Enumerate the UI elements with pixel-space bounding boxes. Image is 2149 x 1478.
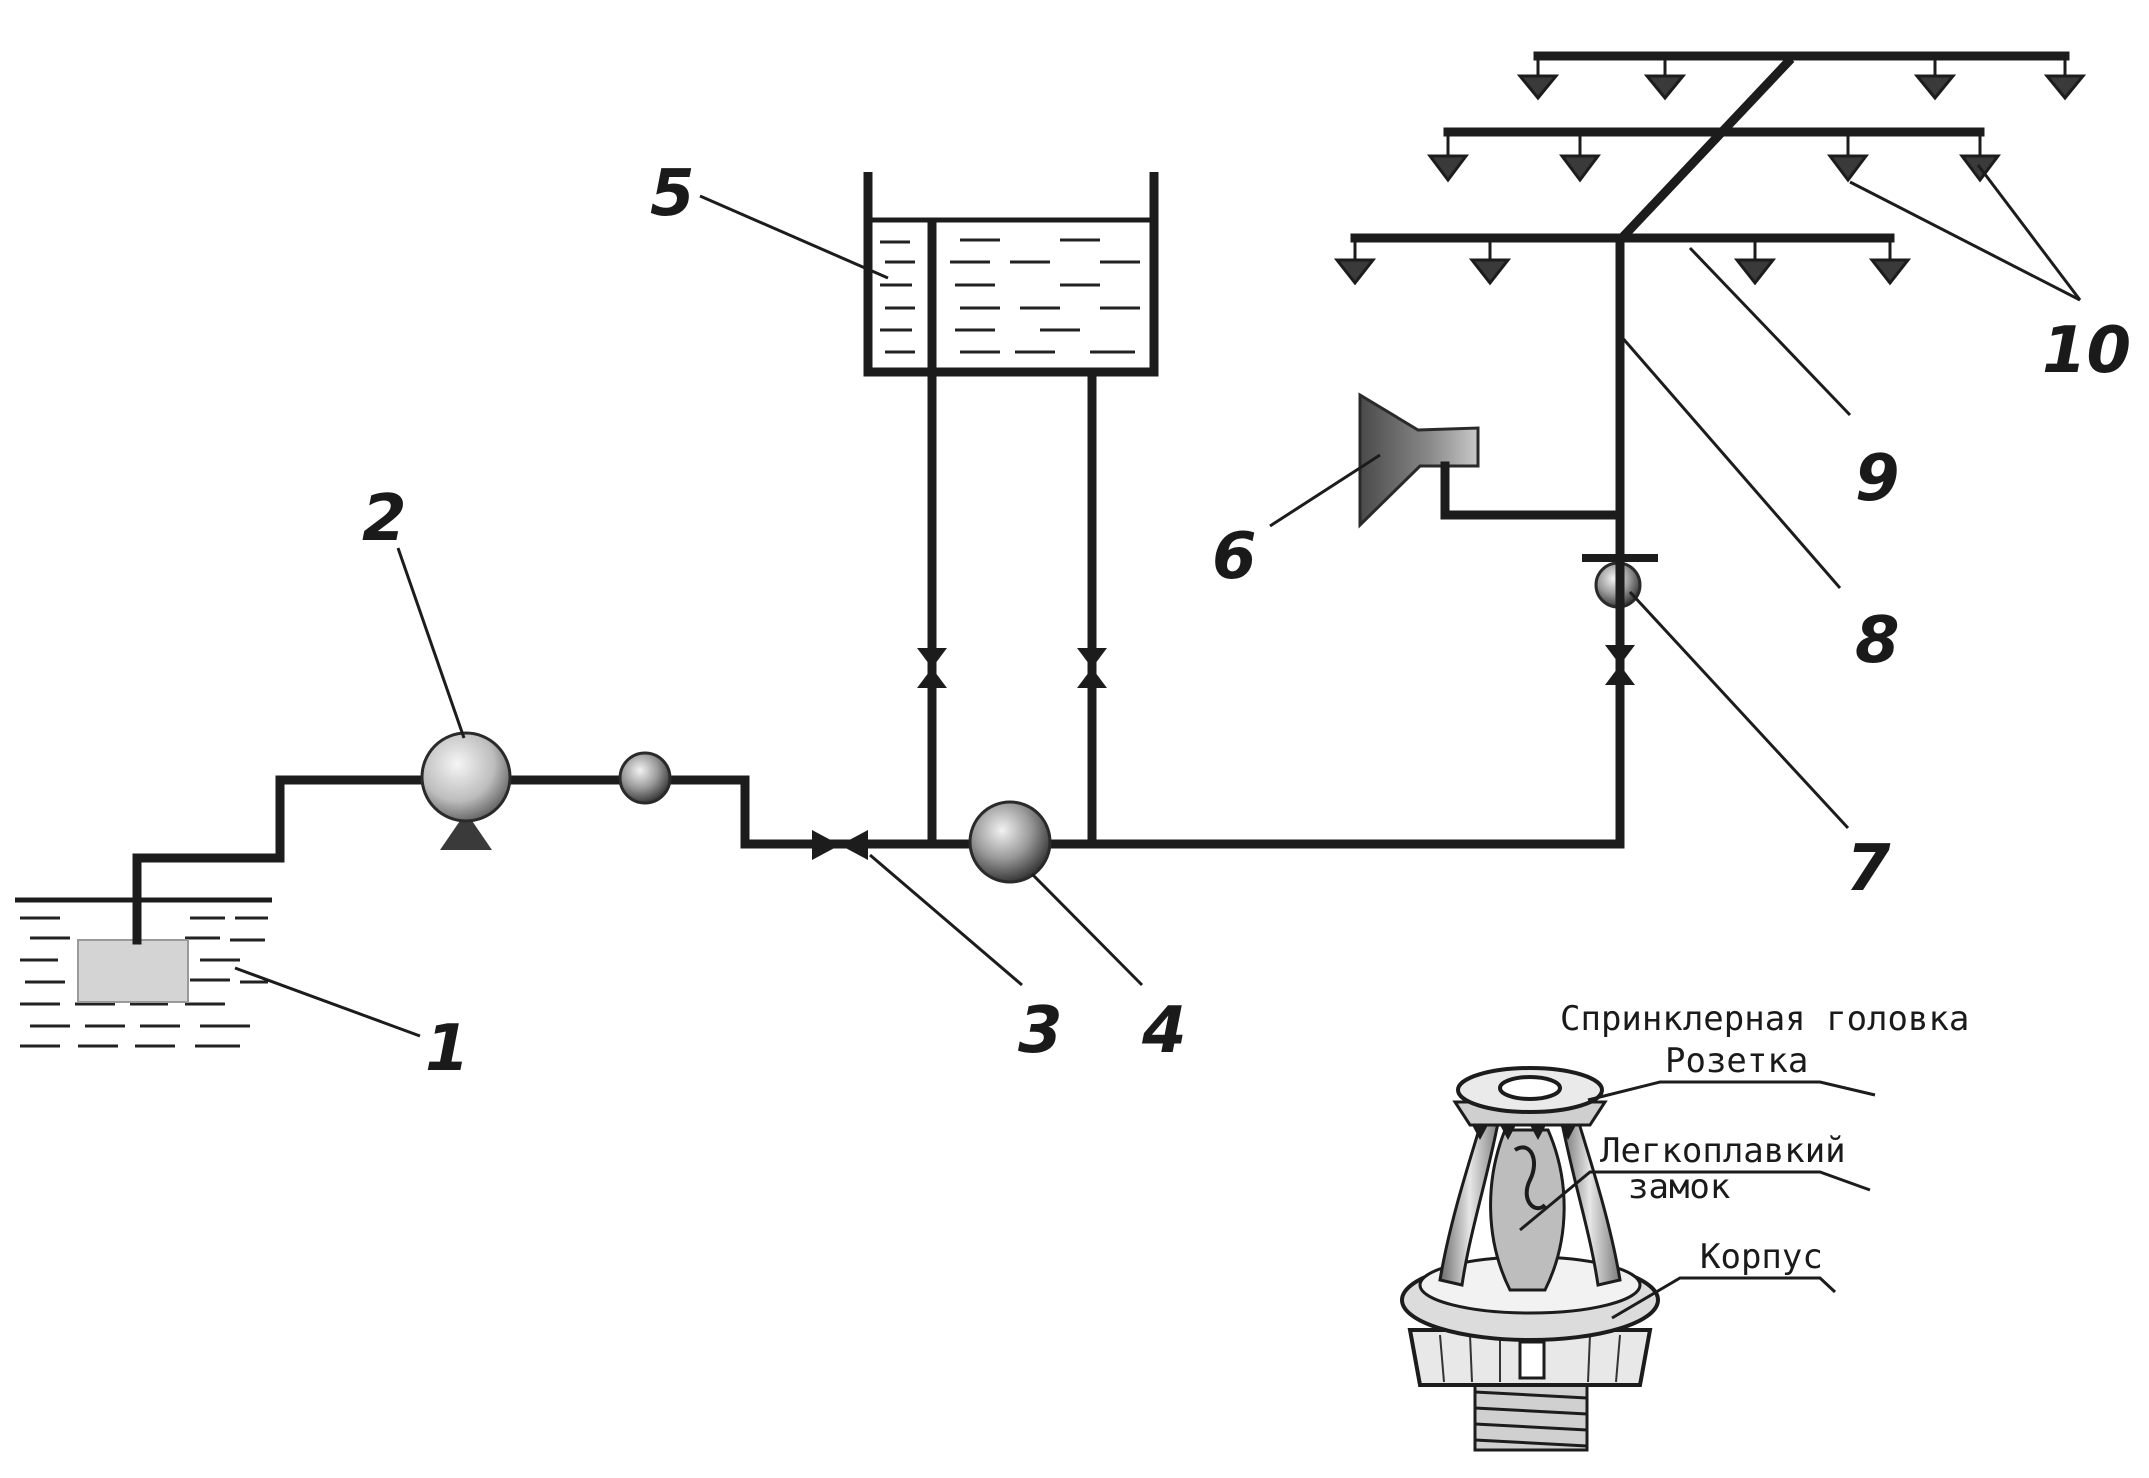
label-10: 10 <box>2042 314 2131 388</box>
label-2: 2 <box>362 482 407 556</box>
label-body: Корпус <box>1700 1237 1823 1277</box>
supply-pipeline <box>132 685 1625 945</box>
pump <box>420 731 512 850</box>
control-ball-valve <box>968 800 1052 884</box>
sprinkler-title: Спринклерная головка <box>1560 999 1969 1039</box>
label-6: 6 <box>1212 520 1257 594</box>
label-7: 7 <box>1846 832 1891 906</box>
label-rosette: Розетка <box>1665 1041 1808 1081</box>
label-fusible-lock-line2: замок <box>1628 1167 1730 1207</box>
sprinkler-heads <box>1333 56 2087 286</box>
label-8: 8 <box>1855 604 1900 678</box>
suction-box <box>77 939 189 1003</box>
label-3: 3 <box>1018 994 1063 1068</box>
label-5: 5 <box>650 157 695 231</box>
leader-lines <box>234 164 2082 1038</box>
label-fusible-lock-line1: Легкоплавкий <box>1600 1131 1846 1171</box>
distribution-network <box>1350 51 2070 247</box>
pressure-tank <box>863 172 1159 842</box>
sprinkler-head-detail: Спринклерная головка <box>1400 999 1969 1452</box>
check-valve-ball <box>618 751 672 805</box>
water-source <box>15 897 272 1048</box>
alarm-horn <box>1358 392 1625 529</box>
gate-valve-main <box>812 830 868 860</box>
label-1: 1 <box>425 1012 470 1086</box>
label-9: 9 <box>1855 442 1900 516</box>
label-4: 4 <box>1141 994 1187 1068</box>
